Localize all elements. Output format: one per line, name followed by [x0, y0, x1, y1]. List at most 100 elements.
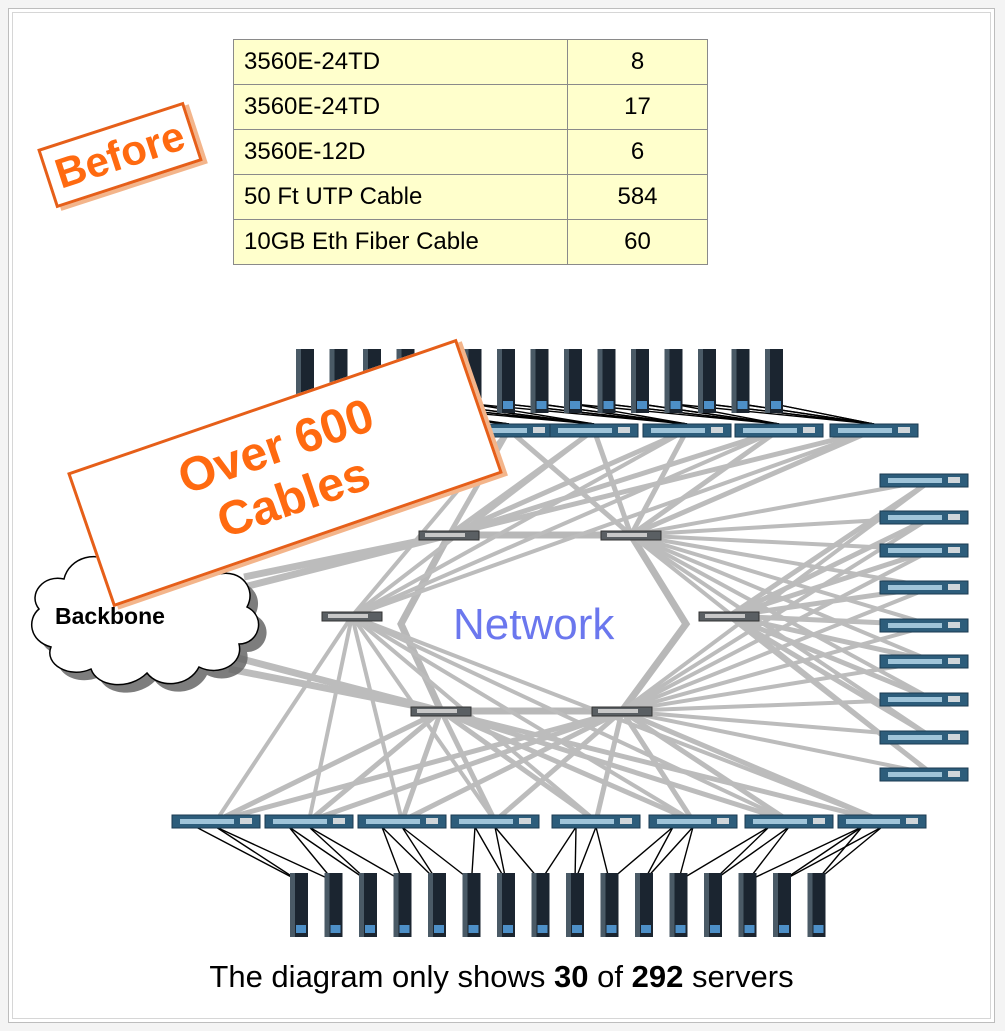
- server-cable: [381, 826, 404, 882]
- slide-inner-border: [12, 12, 991, 1019]
- uplink-line: [307, 615, 354, 822]
- bottom-server: [738, 873, 757, 937]
- inventory-item: 10GB Eth Fiber Cable: [233, 219, 568, 265]
- uplink-line: [400, 708, 624, 824]
- right-access-switch: [879, 692, 969, 707]
- server-cable: [474, 826, 507, 882]
- server-cable: [308, 826, 369, 882]
- uplink-line: [727, 477, 934, 619]
- uplink-line: [630, 533, 933, 627]
- server-cable: [712, 826, 770, 882]
- bottom-access-switch: [837, 814, 927, 829]
- right-access-switch: [879, 618, 969, 633]
- inventory-item: 3560E-24TD: [233, 39, 568, 85]
- top-access-switch: [829, 423, 919, 438]
- core-switch: [698, 611, 760, 622]
- uplink-line: [351, 428, 875, 618]
- uplink-line: [629, 427, 781, 538]
- server-cable: [288, 826, 369, 882]
- bottom-access-switch: [744, 814, 834, 829]
- uplink-line: [440, 708, 883, 824]
- uplink-line: [621, 709, 933, 776]
- top-server: [731, 349, 750, 413]
- bottom-access-switch: [551, 814, 641, 829]
- right-access-switch: [879, 580, 969, 595]
- server-cable: [712, 826, 790, 882]
- uplink-line: [630, 533, 933, 663]
- caption: The diagram only shows 30 of 292 servers: [9, 959, 994, 995]
- bottom-access-switch: [450, 814, 540, 829]
- server-cable: [815, 826, 863, 882]
- uplink-line: [351, 614, 790, 823]
- server-cable: [288, 826, 335, 882]
- caption-part1: The diagram only shows: [209, 959, 555, 994]
- uplink-line: [351, 428, 780, 618]
- bottom-server: [566, 873, 584, 937]
- uplink-line: [630, 533, 933, 589]
- uplink-line: [447, 427, 689, 538]
- uplink-line: [728, 613, 933, 702]
- network-label: Network: [453, 600, 615, 649]
- top-access-switch: [642, 423, 732, 438]
- inventory-qty: 6: [567, 129, 708, 175]
- server-cable: [494, 826, 542, 882]
- uplink-line: [630, 478, 933, 537]
- uplink-line: [214, 708, 443, 824]
- server-cable: [677, 826, 694, 882]
- uplink-line: [214, 614, 354, 823]
- backbone-label: Backbone: [55, 603, 165, 629]
- uplink-line: [448, 427, 875, 538]
- server-cable: [639, 403, 780, 425]
- bottom-access-switch: [357, 814, 447, 829]
- caption-part2: of: [588, 959, 632, 994]
- bottom-server: [428, 873, 446, 937]
- server-cable: [678, 826, 770, 882]
- top-server: [597, 349, 616, 413]
- core-switch: [321, 611, 383, 622]
- caption-total-count: 292: [631, 959, 684, 994]
- uplink-line: [448, 427, 780, 538]
- right-access-switch: [879, 543, 969, 558]
- top-server: [664, 349, 683, 413]
- server-cable: [595, 826, 611, 882]
- backbone-trunk: [243, 531, 450, 581]
- caption-shown-count: 30: [554, 959, 589, 994]
- uplink-line: [350, 614, 497, 823]
- bottom-access-switch: [264, 814, 354, 829]
- server-cable: [470, 826, 476, 882]
- uplink-line: [399, 710, 444, 822]
- inventory-item: 3560E-12D: [233, 129, 568, 175]
- backbone-trunk: [228, 665, 442, 715]
- right-access-switch: [879, 473, 969, 488]
- bottom-server: [324, 873, 343, 937]
- right-access-switch: [879, 767, 969, 782]
- top-server: [631, 349, 649, 413]
- uplink-line: [630, 533, 933, 701]
- server-cable: [308, 826, 403, 882]
- top-server: [530, 349, 549, 413]
- bottom-server: [704, 873, 722, 937]
- server-cable: [740, 403, 875, 425]
- server-cable: [494, 826, 507, 882]
- top-server: [765, 349, 783, 413]
- server-cable: [215, 826, 334, 882]
- uplink-line: [493, 709, 624, 823]
- server-cable: [781, 826, 863, 882]
- inventory-qty: 60: [567, 219, 708, 265]
- uplink-line: [438, 709, 498, 823]
- uplink-line: [350, 615, 404, 822]
- server-cable: [781, 826, 883, 882]
- bottom-server: [807, 873, 826, 937]
- server-cable: [574, 826, 597, 882]
- top-server: [564, 349, 582, 413]
- server-cable: [215, 826, 300, 882]
- server-cable: [643, 826, 694, 882]
- bottom-server: [497, 873, 515, 937]
- bottom-server: [531, 873, 550, 937]
- uplink-line: [727, 514, 934, 619]
- inventory-item: 50 Ft UTP Cable: [233, 174, 568, 220]
